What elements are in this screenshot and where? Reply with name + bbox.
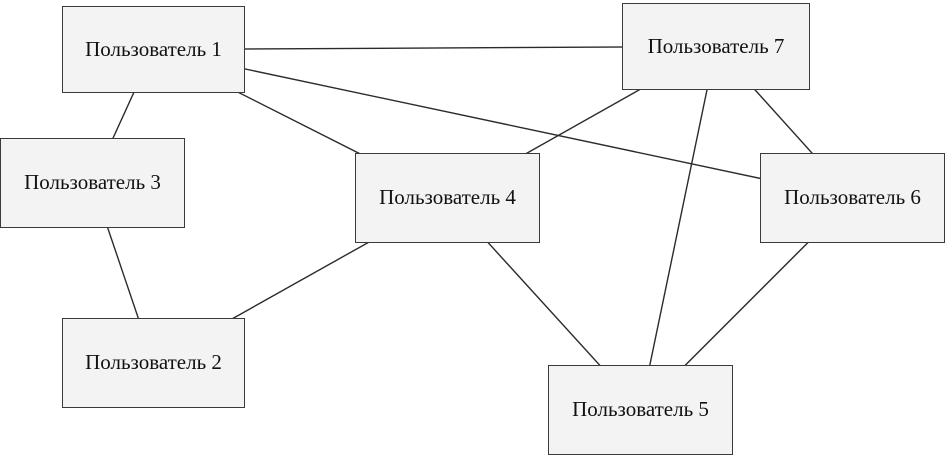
edge-user-1-user-6 bbox=[153, 48, 853, 199]
node-user-4: Пользователь 4 bbox=[355, 153, 540, 243]
node-user-7: Пользователь 7 bbox=[622, 3, 810, 90]
node-label: Пользователь 6 bbox=[784, 185, 921, 210]
edge-user-7-user-5 bbox=[639, 46, 717, 411]
node-label: Пользователь 7 bbox=[647, 33, 785, 58]
node-label: Пользователь 5 bbox=[572, 397, 709, 422]
node-label: Пользователь 2 bbox=[85, 350, 222, 375]
node-user-1: Пользователь 1 bbox=[62, 6, 245, 93]
node-label: Пользователь 1 bbox=[85, 36, 222, 61]
node-user-5: Пользователь 5 bbox=[548, 365, 733, 455]
node-user-3: Пользователь 3 bbox=[0, 138, 185, 228]
node-user-2: Пользователь 2 bbox=[62, 318, 245, 408]
node-label: Пользователь 3 bbox=[24, 170, 161, 195]
node-user-6: Пользователь 6 bbox=[760, 153, 945, 243]
node-label: Пользователь 4 bbox=[379, 185, 516, 210]
